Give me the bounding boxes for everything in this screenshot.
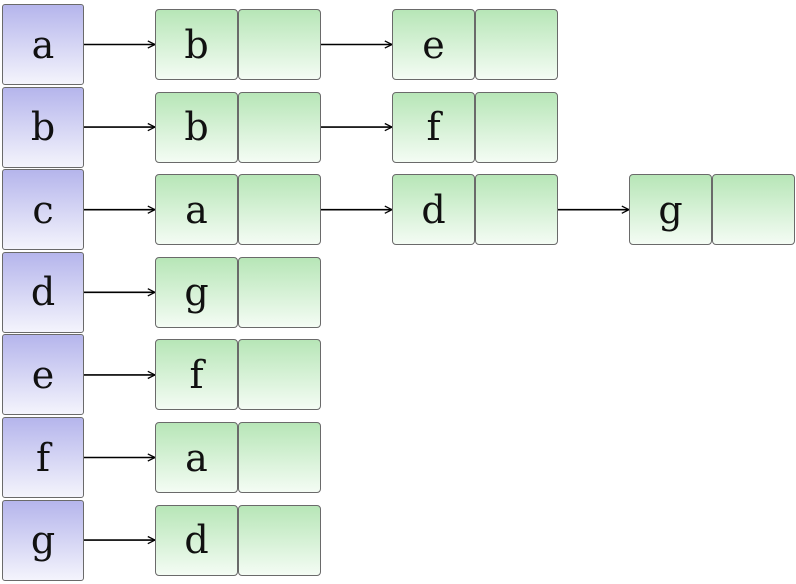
vertex-label: e bbox=[31, 352, 55, 397]
node-value-cell: e bbox=[392, 9, 475, 80]
vertex-label: g bbox=[30, 518, 56, 563]
vertex-label: a bbox=[185, 435, 208, 480]
vertex-label: g bbox=[184, 270, 209, 315]
node-value-cell: a bbox=[155, 174, 238, 246]
node-pointer-cell bbox=[475, 174, 558, 246]
vertex-label: f bbox=[189, 352, 204, 397]
head-cell-d: d bbox=[2, 251, 84, 333]
node-value-cell: d bbox=[155, 504, 238, 576]
node-pointer-cell bbox=[475, 9, 558, 80]
node-value-cell: g bbox=[155, 256, 238, 328]
vertex-label: e bbox=[422, 22, 445, 67]
node-pointer-cell bbox=[238, 9, 321, 80]
vertex-label: d bbox=[184, 518, 209, 563]
node-value-cell: b bbox=[155, 9, 238, 80]
node-pointer-cell bbox=[238, 91, 321, 163]
vertex-label: f bbox=[35, 435, 51, 480]
node-value-cell: a bbox=[155, 422, 238, 493]
node-pointer-cell bbox=[238, 174, 321, 246]
vertex-label: f bbox=[426, 105, 441, 150]
vertex-label: a bbox=[31, 22, 55, 67]
vertex-label: b bbox=[184, 22, 209, 67]
node-value-cell: b bbox=[155, 91, 238, 163]
node-pointer-cell bbox=[238, 504, 321, 576]
vertex-label: d bbox=[421, 187, 446, 232]
vertex-label: b bbox=[184, 105, 209, 150]
node-pointer-cell bbox=[238, 256, 321, 328]
head-cell-c: c bbox=[2, 169, 84, 251]
node-pointer-cell bbox=[238, 422, 321, 493]
vertex-label: b bbox=[30, 105, 56, 150]
node-pointer-cell bbox=[238, 339, 321, 411]
head-cell-b: b bbox=[2, 86, 84, 168]
head-cell-g: g bbox=[2, 499, 84, 581]
head-cell-a: a bbox=[2, 4, 84, 85]
vertex-label: g bbox=[658, 187, 683, 232]
node-value-cell: f bbox=[392, 91, 475, 163]
head-cell-f: f bbox=[2, 417, 84, 498]
vertex-label: a bbox=[185, 187, 208, 232]
head-cell-e: e bbox=[2, 334, 84, 416]
node-value-cell: d bbox=[392, 174, 475, 246]
node-value-cell: g bbox=[629, 174, 712, 246]
vertex-label: d bbox=[30, 270, 56, 315]
vertex-label: c bbox=[32, 187, 54, 232]
node-pointer-cell bbox=[712, 174, 795, 246]
node-pointer-cell bbox=[475, 91, 558, 163]
node-value-cell: f bbox=[155, 339, 238, 411]
